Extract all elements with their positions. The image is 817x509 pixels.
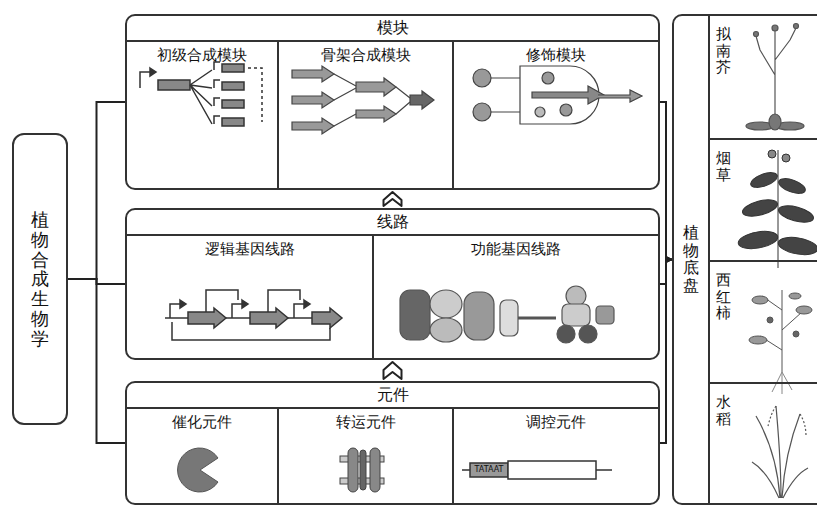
plant-cell: 水稻: [708, 382, 817, 503]
element-cell: 催化元件: [127, 409, 277, 503]
plant-name: 烟草: [716, 150, 731, 183]
plant-cell: 拟南芥: [708, 16, 817, 138]
plant-name: 水稻: [716, 394, 731, 427]
chassis-box: 植物底盘 拟南芥烟草西红柿水稻: [672, 14, 817, 505]
hollow-arrow: [384, 362, 402, 379]
plant-name: 西红柿: [716, 272, 731, 322]
plant-cell: 西红柿: [708, 260, 817, 382]
element-cell: 调控元件: [452, 409, 658, 503]
cell-label: 功能基因线路: [374, 236, 658, 259]
circuit-panel: 线路逻辑基因线路功能基因线路: [125, 208, 660, 360]
module-cell: 修饰模块: [452, 42, 658, 188]
vertical-label: 植物合成生物学: [31, 210, 49, 349]
tobacco-drawing: [737, 150, 817, 268]
element-cell: 转运元件: [277, 409, 452, 503]
cell-label: 调控元件: [454, 409, 658, 432]
vertical-label: 植物底盘: [683, 224, 699, 294]
functional-circuit-icon: [400, 286, 614, 343]
panel-heading: 线路: [127, 210, 658, 236]
primary-module-icon: [140, 62, 262, 126]
skeleton-module-icon: [292, 66, 434, 134]
bracket-connector: [660, 102, 672, 260]
transporter-icon: [340, 448, 384, 492]
element-panel: 元件催化元件转运元件调控元件: [125, 381, 660, 505]
plant-cell: 烟草: [708, 138, 817, 260]
module-cell: 初级合成模块: [127, 42, 277, 188]
circuit-cell: 逻辑基因线路: [127, 236, 372, 358]
tomato-drawing: [749, 290, 812, 394]
circuit-cell: 功能基因线路: [372, 236, 658, 358]
cell-label: 转运元件: [279, 409, 452, 432]
arabidopsis-drawing: [746, 24, 804, 131]
logic-circuit-icon: [165, 290, 342, 340]
module-panel: 模块初级合成模块骨架合成模块修饰模块: [125, 14, 660, 190]
cell-label: 催化元件: [127, 409, 277, 432]
panel-heading: 模块: [127, 16, 658, 42]
promoter-gene-icon: [462, 461, 612, 479]
hollow-arrow: [384, 192, 402, 206]
cell-label: 修饰模块: [454, 42, 658, 65]
enzyme-icon: [178, 448, 218, 492]
modification-module-icon: [473, 66, 642, 124]
bracket-connector: [68, 279, 125, 443]
module-cell: 骨架合成模块: [277, 42, 452, 188]
bracket-connector: [68, 102, 125, 279]
sequence-label: TATAAT: [470, 463, 508, 477]
bracket-connector: [660, 260, 672, 444]
cell-label: 骨架合成模块: [279, 42, 452, 65]
root-topic-box: 植物合成生物学: [12, 133, 68, 425]
plant-name: 拟南芥: [716, 26, 731, 76]
cell-label: 初级合成模块: [127, 42, 277, 65]
rice-drawing: [752, 406, 808, 498]
panel-heading: 元件: [127, 383, 658, 409]
cell-label: 逻辑基因线路: [127, 236, 372, 259]
